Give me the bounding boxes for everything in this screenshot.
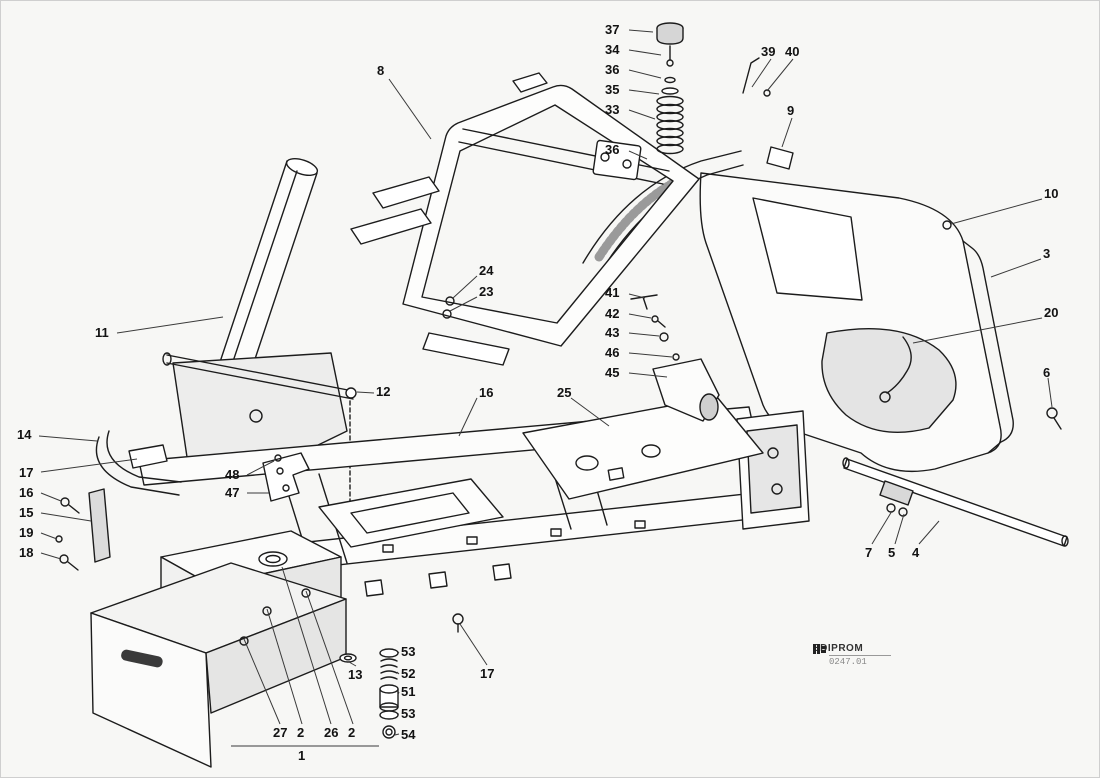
- clip-39-40: [742, 57, 794, 170]
- filler-cap-26: [258, 551, 288, 567]
- frame-left-tab-1: [372, 176, 440, 209]
- spring-assembly: [656, 22, 684, 155]
- washer-53a: [379, 648, 399, 658]
- pin-42: [651, 315, 659, 323]
- spring-33: [656, 95, 684, 155]
- frame-step: [422, 332, 510, 366]
- bolt-48: [274, 454, 282, 462]
- nut-23: [442, 309, 452, 319]
- seat-frame: [350, 72, 700, 366]
- front-bumper: [90, 562, 347, 768]
- nut-54: [382, 725, 396, 739]
- washer-35: [661, 87, 679, 95]
- spring-52: [380, 658, 398, 680]
- rear-panel: [699, 172, 1062, 473]
- roller: [699, 393, 719, 421]
- bolt-18: [59, 554, 69, 564]
- ediprom-brand: EDIPROM: [813, 643, 864, 654]
- panel-window: [752, 197, 863, 301]
- pin-41: [630, 294, 658, 310]
- bolt-6: [1046, 407, 1058, 419]
- nut-36: [664, 76, 676, 84]
- bolt-10: [942, 220, 952, 230]
- washer-53b: [379, 710, 399, 720]
- bumper-slot: [121, 649, 163, 668]
- watermark-rule: [829, 655, 891, 656]
- bracket-47: [262, 452, 310, 502]
- washer-19: [55, 535, 63, 543]
- bolt-46: [672, 353, 680, 361]
- drawing-code: 0247.01: [829, 657, 867, 667]
- clamp-5: [879, 480, 914, 506]
- cross-tube: [162, 352, 357, 526]
- bolt-16: [60, 497, 70, 507]
- crossbar-bracket-36: [592, 139, 642, 181]
- bolt-7: [886, 503, 896, 513]
- frame-top-hook: [512, 72, 548, 93]
- bracket-9: [766, 146, 794, 170]
- panel-pocket: [821, 328, 957, 433]
- bolt-12: [345, 387, 357, 399]
- bolt-17: [452, 613, 464, 625]
- washer-13: [339, 653, 357, 663]
- rod-4: [843, 458, 1068, 547]
- ediprom-logo-icon: [813, 644, 826, 654]
- frame-left-tab-2: [350, 208, 432, 245]
- washer-43: [659, 332, 669, 342]
- cable-20: [886, 336, 912, 394]
- tie-rod: [842, 457, 1069, 547]
- linkage-parts: [630, 294, 720, 422]
- drawing-watermark: EDIPROM 0247.01: [813, 643, 891, 667]
- spacer-plate-15: [55, 488, 111, 571]
